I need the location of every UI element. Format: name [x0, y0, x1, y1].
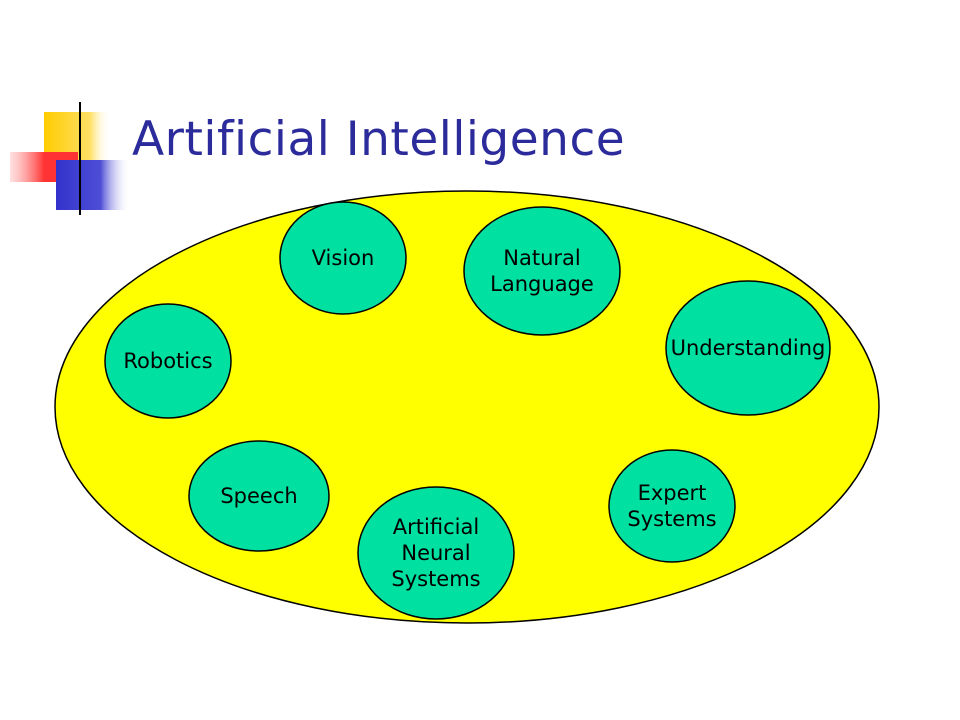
node-ellipse-vision — [279, 201, 407, 315]
node-speech: Speech — [188, 440, 330, 552]
decor-blue-block — [56, 160, 130, 210]
title-decoration — [10, 102, 920, 215]
node-label-expert-systems-line-1: Expert — [638, 481, 707, 505]
slide-title: Artificial Intelligence — [132, 112, 626, 167]
node-label-expert-systems-line-2: Systems — [627, 507, 716, 531]
node-label-vision-line-1: Vision — [312, 246, 375, 270]
node-ellipse-natural-language — [463, 206, 621, 336]
node-label-artificial-neural-systems-line-2: Neural — [401, 541, 470, 565]
node-understanding: Understanding — [665, 280, 831, 416]
node-label-artificial-neural-systems-line-1: Artificial — [393, 515, 479, 539]
node-label-robotics-line-1: Robotics — [123, 349, 212, 373]
node-label-understanding-line-1: Understanding — [671, 336, 826, 360]
node-ellipse-speech — [188, 440, 330, 552]
node-ellipse-understanding — [665, 280, 831, 416]
node-ellipse-expert-systems — [608, 449, 736, 563]
node-label-speech-line-1: Speech — [220, 484, 297, 508]
node-ellipse-robotics — [104, 303, 232, 419]
node-label-natural-language-line-2: Language — [490, 272, 594, 296]
node-label-artificial-neural-systems-line-3: Systems — [391, 567, 480, 591]
node-robotics: Robotics — [104, 303, 232, 419]
node-ellipse-artificial-neural-systems — [357, 486, 515, 620]
node-vision: Vision — [279, 201, 407, 315]
node-label-natural-language-line-1: Natural — [503, 246, 580, 270]
